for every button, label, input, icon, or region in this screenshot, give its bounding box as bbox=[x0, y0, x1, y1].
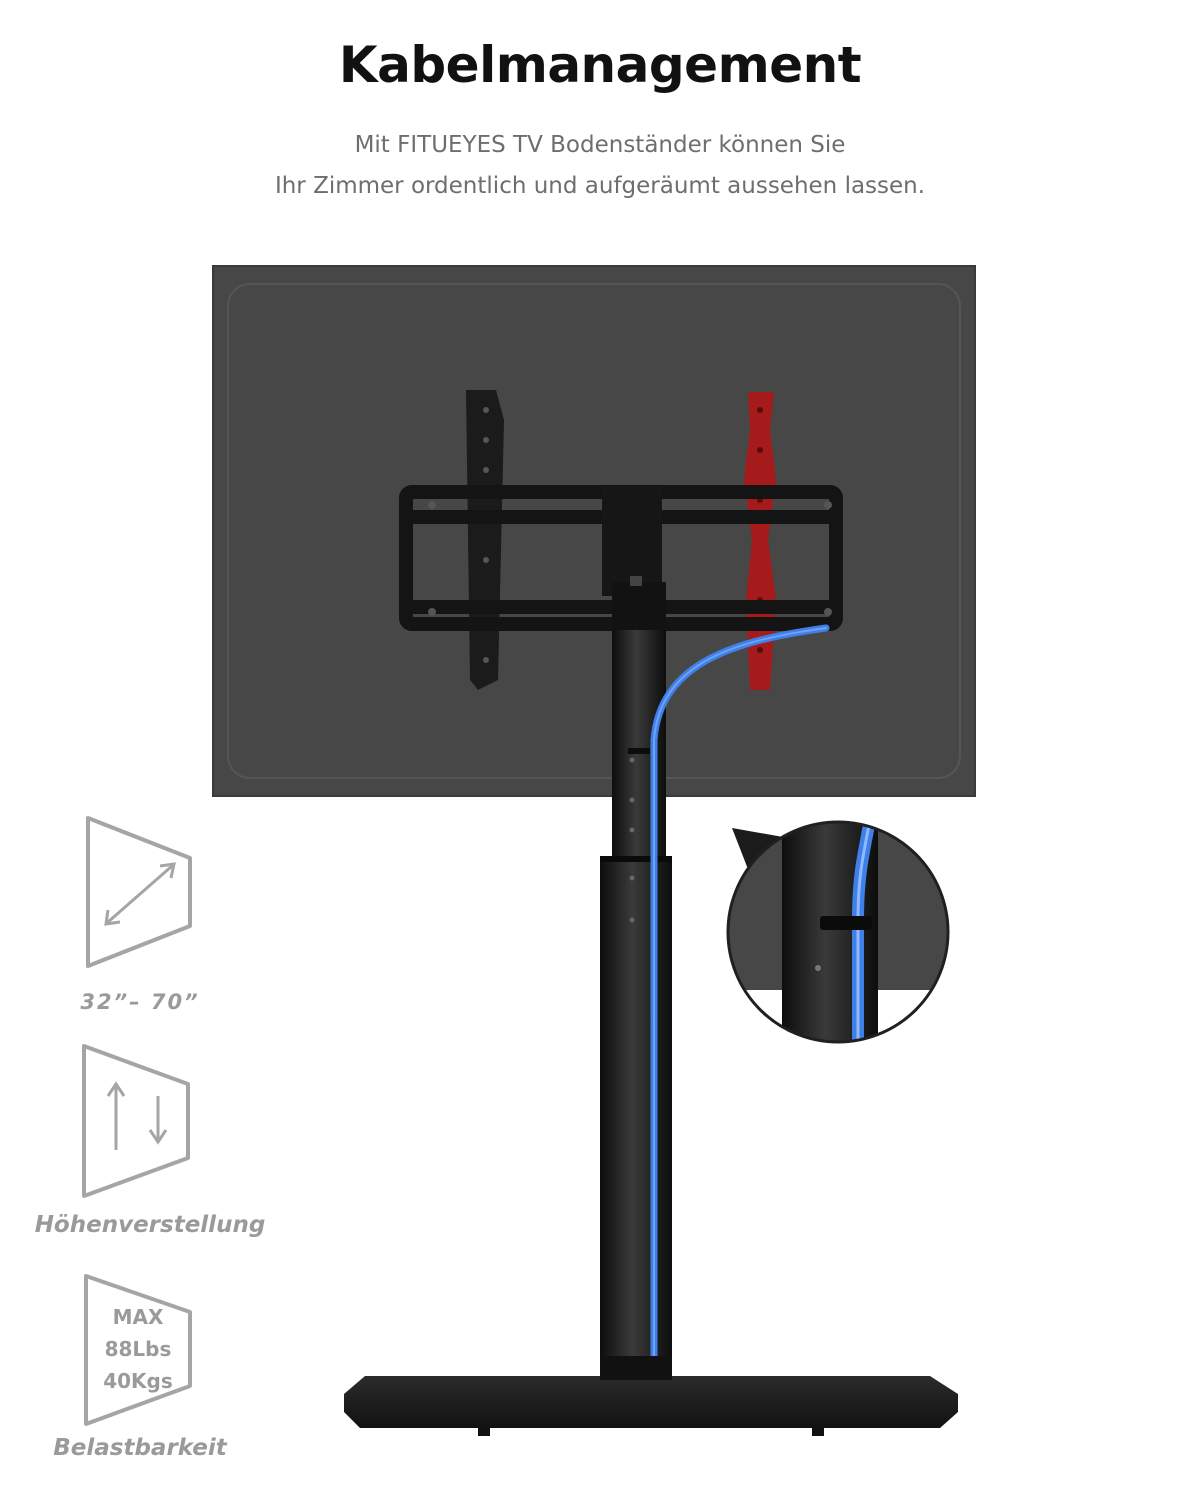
load-icon-text-max: MAX bbox=[113, 1305, 164, 1329]
stand-base bbox=[344, 1356, 958, 1436]
right-vesa-arm-red bbox=[744, 392, 776, 690]
diagonal-size-icon bbox=[86, 816, 192, 968]
page-title: Kabelmanagement bbox=[338, 36, 862, 94]
load-capacity-icon: MAX 88Lbs 40Kgs bbox=[84, 1274, 192, 1426]
cable-clip-zoom-detail bbox=[726, 820, 950, 1044]
load-icon-text-kgs: 40Kgs bbox=[103, 1369, 173, 1393]
load-icon-text-lbs: 88Lbs bbox=[105, 1337, 172, 1361]
feature-label-size: 32”– 70” bbox=[80, 990, 200, 1014]
mount-head bbox=[602, 486, 666, 632]
tv-back-panel bbox=[212, 265, 976, 797]
feature-label-load: Belastbarkeit bbox=[53, 1435, 227, 1461]
feature-label-height: Höhenverstellung bbox=[34, 1212, 266, 1238]
stand-pole bbox=[600, 630, 672, 1372]
page-subtitle-line-2: Ihr Zimmer ordentlich und aufgeräumt aus… bbox=[274, 173, 926, 199]
height-adjust-icon bbox=[82, 1044, 190, 1198]
page-subtitle-line-1: Mit FITUEYES TV Bodenständer können Sie bbox=[354, 132, 846, 158]
left-vesa-arm bbox=[466, 390, 504, 690]
